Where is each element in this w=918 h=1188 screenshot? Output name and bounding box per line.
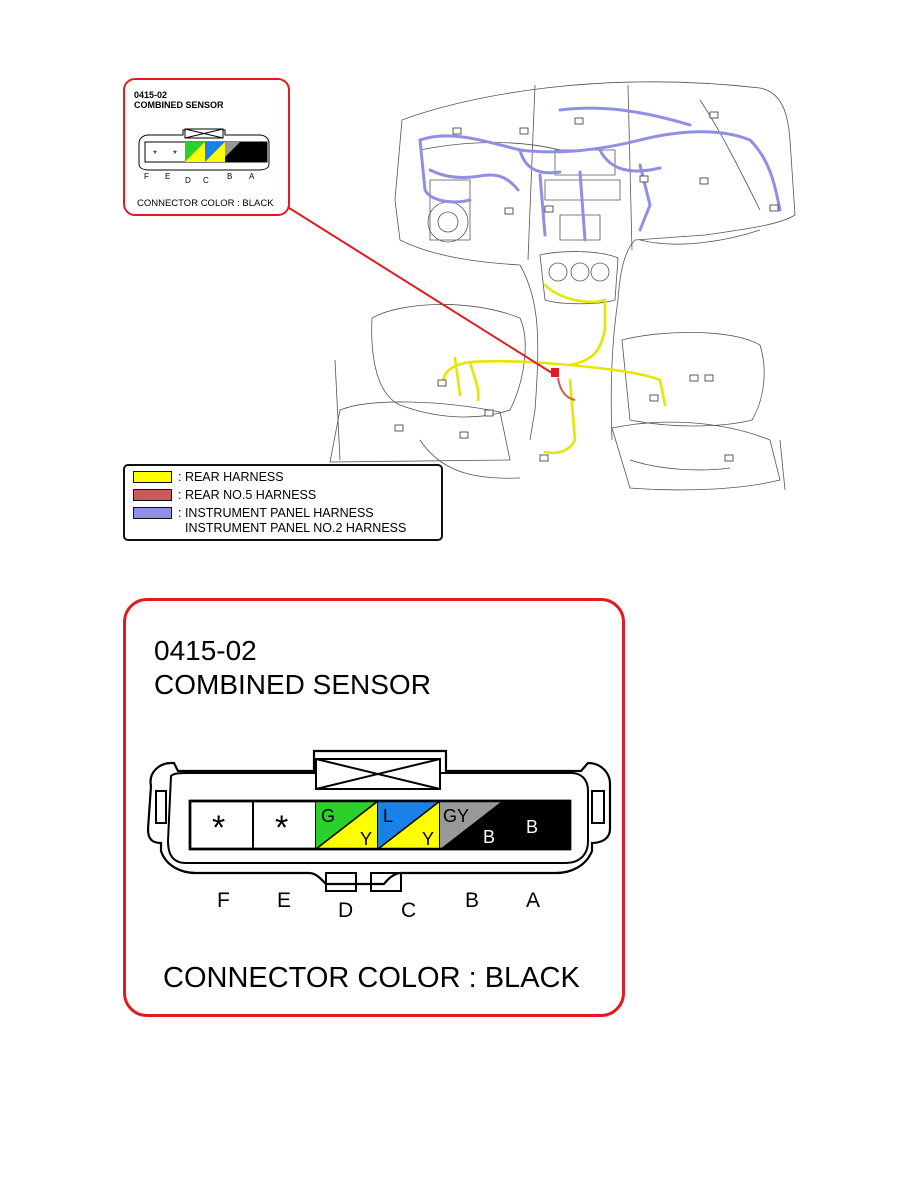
terminal-d-wire-bottom: Y <box>360 829 372 849</box>
connector-name: COMBINED SENSOR <box>134 100 224 110</box>
svg-text:C: C <box>203 176 209 185</box>
svg-text:*: * <box>153 149 157 160</box>
terminal-c-label: C <box>401 899 416 922</box>
connector-face-small: * * F E D C B A <box>138 128 270 185</box>
connector-housing <box>146 749 612 886</box>
legend-label: : REAR NO.5 HARNESS <box>178 488 317 502</box>
terminal-b-label: B <box>465 889 479 912</box>
legend-label: : INSTRUMENT PANEL HARNESS <box>178 506 374 520</box>
connector-code: 0415-02 <box>134 90 168 100</box>
legend-item-rear-no5: : REAR NO.5 HARNESS <box>133 488 316 502</box>
legend-swatch <box>133 471 172 483</box>
connector-name: COMBINED SENSOR <box>154 669 431 700</box>
terminal-f-label: F <box>217 889 230 912</box>
svg-text:*: * <box>173 149 177 160</box>
terminal-a-fill <box>502 801 570 849</box>
svg-text:F: F <box>144 172 149 181</box>
terminal-b-wire-top: GY <box>443 806 469 826</box>
connector-color: CONNECTOR COLOR : BLACK <box>137 198 274 209</box>
terminal-e-mark: * <box>275 809 288 847</box>
harness-legend: : REAR HARNESS : REAR NO.5 HARNESS : INS… <box>123 464 443 541</box>
connector-callout-large: 0415-02 COMBINED SENSOR * * <box>123 598 625 1017</box>
connector-code: 0415-02 <box>154 635 257 666</box>
terminal-d-wire-top: G <box>321 806 335 826</box>
legend-label: : REAR HARNESS <box>178 470 284 484</box>
legend-item-rear: : REAR HARNESS <box>133 470 284 484</box>
svg-text:A: A <box>249 172 255 181</box>
terminal-c-wire-top: L <box>383 806 393 826</box>
terminal-f-mark: * <box>212 809 225 847</box>
svg-text:B: B <box>227 172 232 181</box>
legend-swatch <box>133 507 172 519</box>
connector-callout-small: 0415-02 COMBINED SENSOR * * F E D C B A CONN… <box>123 78 290 216</box>
svg-text:D: D <box>185 176 191 185</box>
connector-color: CONNECTOR COLOR : BLACK <box>163 962 580 994</box>
legend-swatch <box>133 489 172 501</box>
terminal-b-wire-bottom: B <box>483 827 495 847</box>
terminal-c-wire-bottom: Y <box>422 829 434 849</box>
terminal-d-label: D <box>338 899 353 922</box>
terminal-e-label: E <box>277 889 291 912</box>
legend-label-secondary: INSTRUMENT PANEL NO.2 HARNESS <box>185 521 407 535</box>
legend-item-instrument-panel: : INSTRUMENT PANEL HARNESS <box>133 506 374 520</box>
svg-text:E: E <box>165 172 170 181</box>
connector-face-large: * * G Y L Y GY B B F E D C B A <box>146 749 612 922</box>
terminal-a-wire-bottom: B <box>526 817 538 837</box>
terminal-a-label: A <box>526 889 540 912</box>
terminal-b-bottom <box>440 801 502 849</box>
